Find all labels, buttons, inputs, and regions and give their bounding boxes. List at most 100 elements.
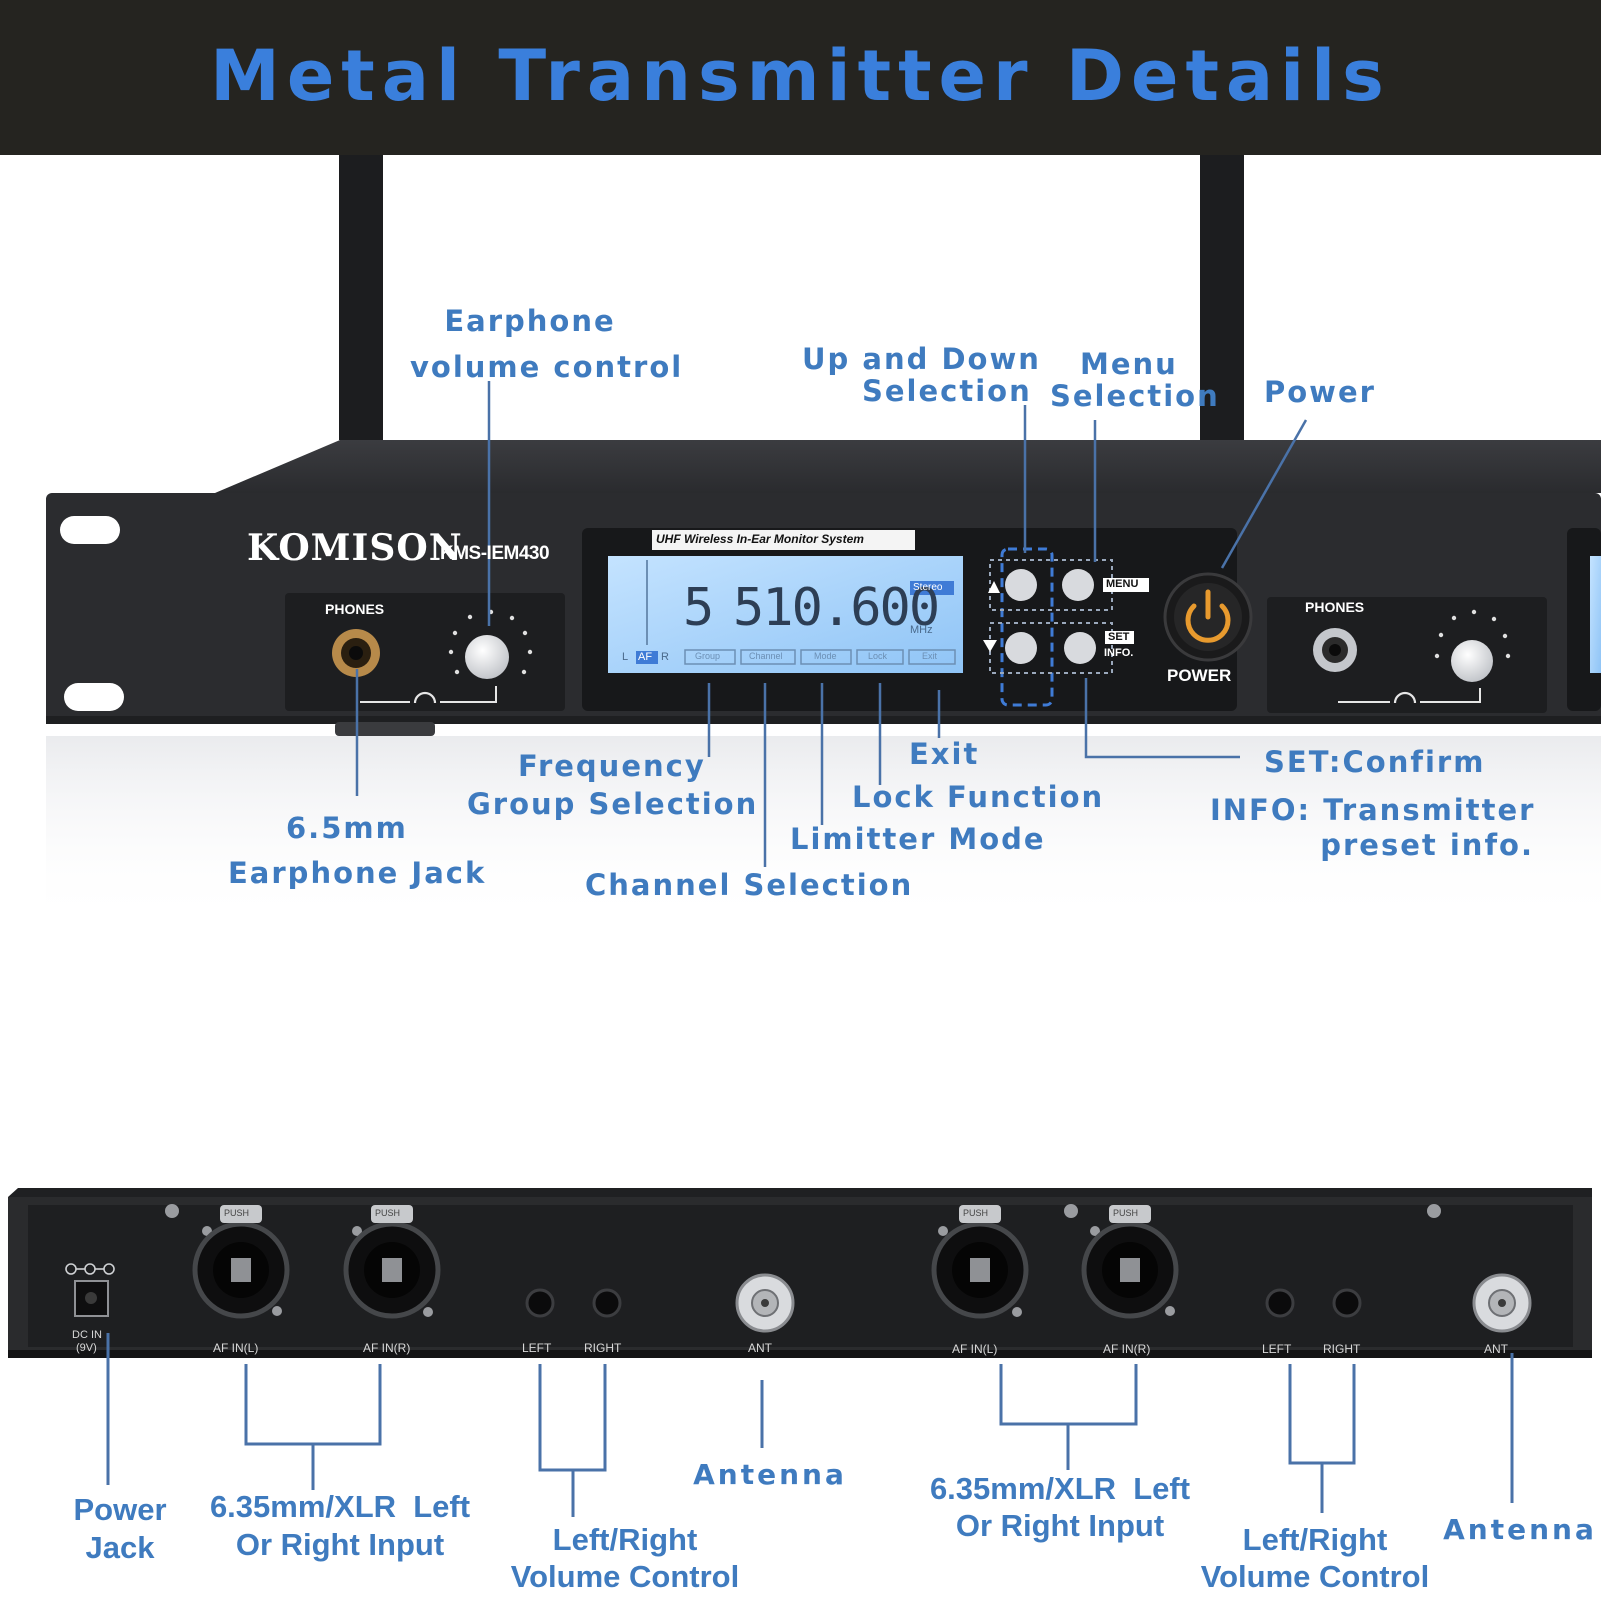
xlr-jack-4[interactable] (1081, 1221, 1179, 1319)
callout-xlr-2b: Or Right Input (955, 1508, 1165, 1543)
af-in-r-label-2: AF IN(R) (1103, 1342, 1151, 1356)
ant-label-1: ANT (748, 1341, 772, 1355)
antenna-right (1200, 155, 1244, 440)
callout-power-jack-1: Power (73, 1492, 167, 1527)
callout-volume-2a: Left/Right (1242, 1522, 1388, 1557)
callout-frequency-1: Frequency (518, 749, 706, 783)
reflection (46, 736, 1601, 926)
volume-knob (465, 635, 509, 679)
push-label-3: PUSH (963, 1208, 989, 1218)
lcd-menu-exit: Exit (922, 651, 938, 661)
lcd-indicator-r: R (661, 651, 669, 663)
lcd-stereo-badge: Stereo (913, 582, 943, 593)
power-icon (1185, 603, 1231, 643)
push-label-2: PUSH (375, 1208, 401, 1218)
set-button[interactable] (1064, 632, 1096, 664)
rack-hole-bottom (64, 683, 124, 711)
callout-volume-1a: Left/Right (552, 1522, 698, 1557)
knob-scale-dots (448, 609, 533, 675)
up-down-highlight (1000, 547, 1054, 707)
callout-info-1: INFO: Transmitter (1210, 793, 1536, 827)
lcd-caption-plate (652, 530, 915, 550)
lcd-indicator-l: L (622, 651, 629, 663)
callout-jack-1: 6.5mm (286, 811, 408, 845)
dc-in-label: DC IN (72, 1329, 102, 1341)
push-tabs (220, 1205, 1151, 1223)
ant-label-2: ANT (1484, 1342, 1508, 1356)
bnc-connector-2[interactable] (1472, 1273, 1532, 1333)
menu-button[interactable] (1062, 569, 1094, 601)
phones-module-2 (1267, 597, 1547, 713)
callout-info-2: preset info. (1320, 828, 1534, 862)
callout-antenna-1: Antenna (693, 1458, 847, 1491)
up-button[interactable] (1005, 569, 1037, 601)
callout-xlr-2a: 6.35mm/XLR Left (929, 1471, 1191, 1506)
callout-earphone-volume-2: volume control (410, 350, 684, 384)
callout-volume-2b: Volume Control (1200, 1559, 1430, 1594)
chassis-top (215, 440, 1601, 493)
phones-label-2: PHONES (1305, 599, 1365, 615)
lcd-unit: MHz (910, 624, 933, 636)
lcd-caption: UHF Wireless In-Ear Monitor System (656, 532, 864, 546)
lcd-menu-group: Group (695, 651, 721, 661)
dc-jack[interactable] (74, 1280, 109, 1317)
callout-power-jack-2: Jack (85, 1530, 155, 1565)
down-button[interactable] (1005, 632, 1037, 664)
callout-menu-1: Menu (1080, 347, 1178, 381)
callout-frequency-2: Group Selection (467, 787, 759, 821)
callout-menu-2: Selection (1050, 379, 1220, 413)
left-label-1: LEFT (522, 1341, 552, 1355)
lcd-menu-lock: Lock (868, 651, 888, 661)
callout-exit: Exit (909, 737, 980, 771)
phones-label: PHONES (325, 601, 385, 617)
right-label-2: RIGHT (1323, 1342, 1361, 1356)
af-in-l-label-1: AF IN(L) (213, 1341, 259, 1355)
callout-antenna-2: Antenna (1443, 1513, 1597, 1546)
model-number: KMS-IEM430 (440, 543, 550, 564)
front-leader-lines (355, 381, 1308, 867)
af-in-r-label-1: AF IN(R) (363, 1341, 411, 1355)
callout-set-confirm: SET:Confirm (1264, 745, 1486, 779)
lcd-frequency: 510.600 (733, 578, 940, 638)
af-in-l-label-2: AF IN(L) (952, 1342, 998, 1356)
lcd-channel-digit: 5 (683, 578, 715, 638)
callout-power: Power (1264, 375, 1376, 409)
up-arrow-icon (988, 581, 1000, 593)
xlr-jack-1[interactable] (192, 1221, 290, 1319)
phones-module (285, 593, 565, 711)
lcd-menu-mode: Mode (814, 651, 837, 661)
callout-earphone-volume-1: Earphone (444, 304, 616, 338)
power-label: POWER (1167, 666, 1232, 685)
rear-leader-lines (106, 1333, 1514, 1517)
lcd-menu-channel: Channel (749, 651, 783, 661)
dc-polarity-icon (65, 1263, 115, 1275)
volume-knob-2 (1451, 640, 1493, 682)
set-label: SET (1108, 631, 1130, 643)
lcd-screen (608, 556, 963, 673)
push-label-4: PUSH (1113, 1208, 1139, 1218)
menu-label: MENU (1106, 578, 1139, 590)
dc-in-voltage: (9V) (76, 1342, 97, 1354)
left-label-2: LEFT (1262, 1342, 1292, 1356)
callout-channel: Channel Selection (585, 868, 914, 902)
rear-top-edge (8, 1188, 1592, 1197)
callout-volume-1b: Volume Control (510, 1559, 740, 1594)
callout-xlr-1b: Or Right Input (235, 1527, 445, 1562)
lcd-menu-boxes (684, 649, 956, 665)
push-label-1: PUSH (224, 1208, 250, 1218)
callout-up-down-1: Up and Down (802, 342, 1041, 376)
callout-lock: Lock Function (852, 780, 1105, 814)
lcd-indicator-af: AF (638, 651, 653, 663)
xlr-jack-3[interactable] (931, 1221, 1029, 1319)
bnc-connector-1[interactable] (735, 1273, 795, 1333)
callout-up-down-2: Selection (862, 374, 1032, 408)
callout-xlr-1a: 6.35mm/XLR Left (209, 1489, 471, 1524)
trim-pots[interactable] (525, 1288, 1362, 1318)
xlr-jack-2[interactable] (343, 1221, 441, 1319)
info-label: INFO. (1104, 647, 1134, 659)
page-title: Metal Transmitter Details (210, 35, 1391, 117)
callout-limiter: Limitter Mode (790, 822, 1046, 856)
brand-logo: KOMISON (247, 527, 463, 569)
down-arrow-icon (983, 640, 997, 652)
